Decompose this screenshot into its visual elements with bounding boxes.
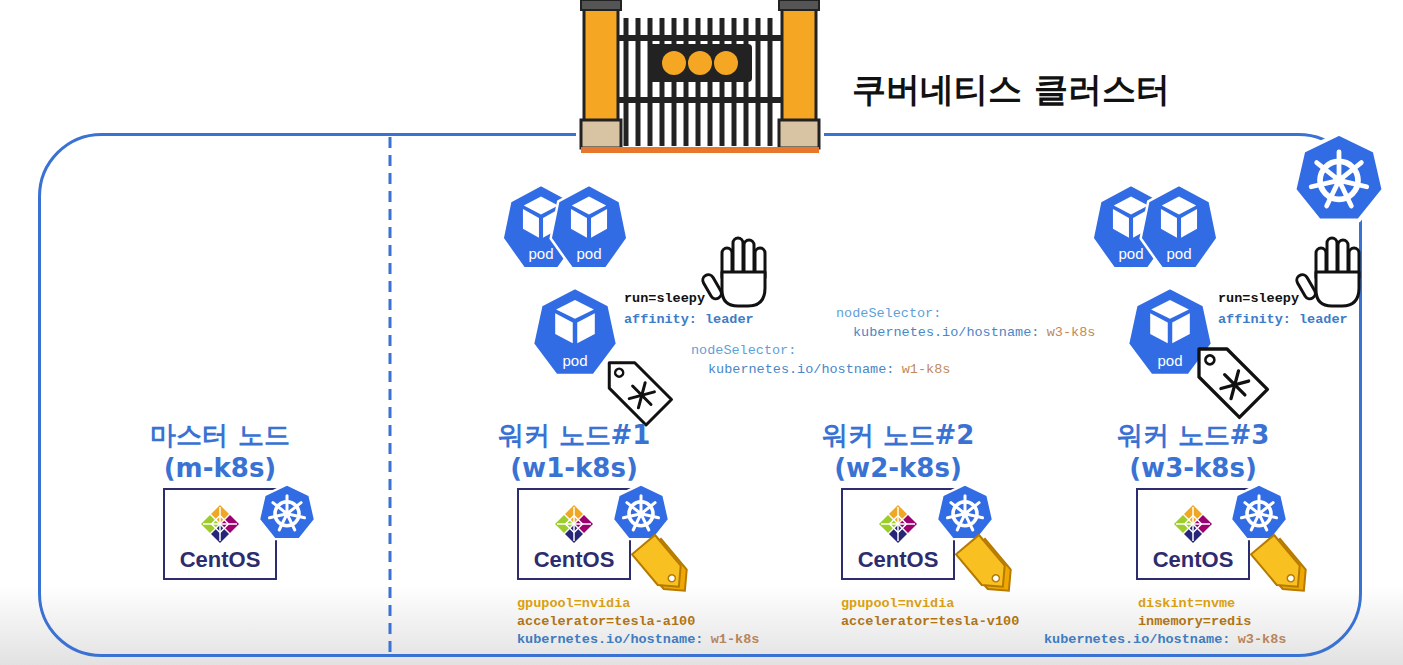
yaml-label: w1-k8s: [711, 632, 760, 648]
title-holder: 쿠버네티스 클러스터: [852, 67, 1170, 113]
label-row: affinity: leader: [624, 312, 754, 328]
node-box: 워커 노드#1 (w1-k8s)CentOS: [517, 488, 631, 580]
yaml-label: nodeSelector:: [691, 343, 796, 359]
k8s-icon: [1295, 134, 1384, 221]
affinity-tag: [1185, 335, 1267, 417]
yaml-label: run=sleepy: [1218, 291, 1299, 307]
label-row: run=sleepy: [624, 291, 705, 307]
gate-icon: [576, 0, 824, 153]
node-heading-holder: 워커 노드#3 (w3-k8s): [1098, 419, 1288, 484]
cluster-region: 쿠버네티스 클러스터podpodpodpodpodpod마스터 노드 (m-k8…: [38, 133, 1362, 657]
label-row: affinity: leader: [1218, 312, 1348, 328]
yaml-label: kubernetes.io/hostname:: [517, 632, 703, 648]
label-row: kubernetes.io/hostname: w1-k8s: [708, 362, 950, 378]
pod-label: pod: [576, 246, 601, 273]
node-heading: 워커 노드#1 (w1-k8s): [479, 419, 669, 484]
centos-logo: [554, 504, 594, 544]
os-name: CentOS: [534, 548, 615, 572]
pod-label: pod: [1166, 246, 1191, 273]
yaml-label: gpupool=nvidia: [517, 596, 630, 612]
hand-icon: [1295, 238, 1359, 306]
pod-node: pod: [548, 182, 630, 272]
yaml-label: run=sleepy: [624, 291, 705, 307]
cluster-title: 쿠버네티스 클러스터: [852, 67, 1170, 113]
pod-node: pod: [1125, 285, 1215, 379]
label-row: kubernetes.io/hostname: w1-k8s: [517, 632, 759, 648]
node-box: 마스터 노드 (m-k8s)CentOS: [163, 488, 277, 580]
label-row: nodeSelector:: [691, 343, 796, 359]
node-heading-holder: 마스터 노드 (m-k8s): [125, 419, 315, 484]
k8s-icon: [259, 484, 315, 539]
yaml-label: kubernetes.io/hostname:: [1044, 632, 1230, 648]
yaml-label: affinity: leader: [1218, 312, 1348, 328]
label-row: gpupool=nvidia: [841, 596, 954, 612]
label-row: nodeSelector:: [836, 306, 941, 322]
yaml-label: nodeSelector:: [836, 306, 941, 322]
hand-icon: [701, 238, 765, 306]
pod-label: pod: [528, 246, 553, 273]
k8s-icon: [613, 484, 669, 539]
pod-label: pod: [562, 353, 587, 380]
k8s-icon: [1231, 484, 1287, 539]
label-row: accelerator=tesla-a100: [517, 614, 695, 630]
node-heading-holder: 워커 노드#1 (w1-k8s): [479, 419, 669, 484]
pod-node: pod: [1138, 182, 1220, 272]
node-label-tag: [1251, 535, 1315, 600]
label-row: accelerator=tesla-v100: [841, 614, 1019, 630]
pod-node: pod: [530, 285, 620, 379]
node-heading: 마스터 노드 (m-k8s): [125, 419, 315, 484]
yaml-label: accelerator=tesla-a100: [517, 614, 695, 630]
label-row: diskint=nvme: [1138, 596, 1235, 612]
k8s-icon: [937, 484, 993, 539]
node-heading-holder: 워커 노드#2 (w2-k8s): [803, 419, 993, 484]
node-box: 워커 노드#3 (w3-k8s)CentOS: [1136, 488, 1250, 580]
affinity-tag: [597, 350, 672, 425]
centos-logo: [200, 504, 240, 544]
node-label-tag: [956, 535, 1020, 600]
yaml-label: accelerator=tesla-v100: [841, 614, 1019, 630]
node-label-tag: [632, 535, 696, 600]
os-name: CentOS: [1153, 548, 1234, 572]
node-box: 워커 노드#2 (w2-k8s)CentOS: [841, 488, 955, 580]
yaml-label: diskint=nvme: [1138, 596, 1235, 612]
yaml-label: w1-k8s: [902, 362, 951, 378]
yaml-label: gpupool=nvidia: [841, 596, 954, 612]
pod-label: pod: [1157, 353, 1182, 380]
os-name: CentOS: [858, 548, 939, 572]
label-row: gpupool=nvidia: [517, 596, 630, 612]
label-row: inmemory=redis: [1138, 614, 1251, 630]
yaml-label: affinity: leader: [624, 312, 754, 328]
label-row: kubernetes.io/hostname: w3-k8s: [1044, 632, 1286, 648]
divider-line: [389, 137, 392, 655]
yaml-label: w3-k8s: [1047, 325, 1096, 341]
yaml-label: kubernetes.io/hostname:: [708, 362, 894, 378]
node-heading: 워커 노드#2 (w2-k8s): [803, 419, 993, 484]
label-row: run=sleepy: [1218, 291, 1299, 307]
node-heading: 워커 노드#3 (w3-k8s): [1098, 419, 1288, 484]
label-row: kubernetes.io/hostname: w3-k8s: [853, 325, 1095, 341]
yaml-label: inmemory=redis: [1138, 614, 1251, 630]
yaml-label: w3-k8s: [1238, 632, 1287, 648]
pod-label: pod: [1118, 246, 1143, 273]
centos-logo: [1173, 504, 1213, 544]
yaml-label: kubernetes.io/hostname:: [853, 325, 1039, 341]
centos-logo: [878, 504, 918, 544]
os-name: CentOS: [180, 548, 261, 572]
